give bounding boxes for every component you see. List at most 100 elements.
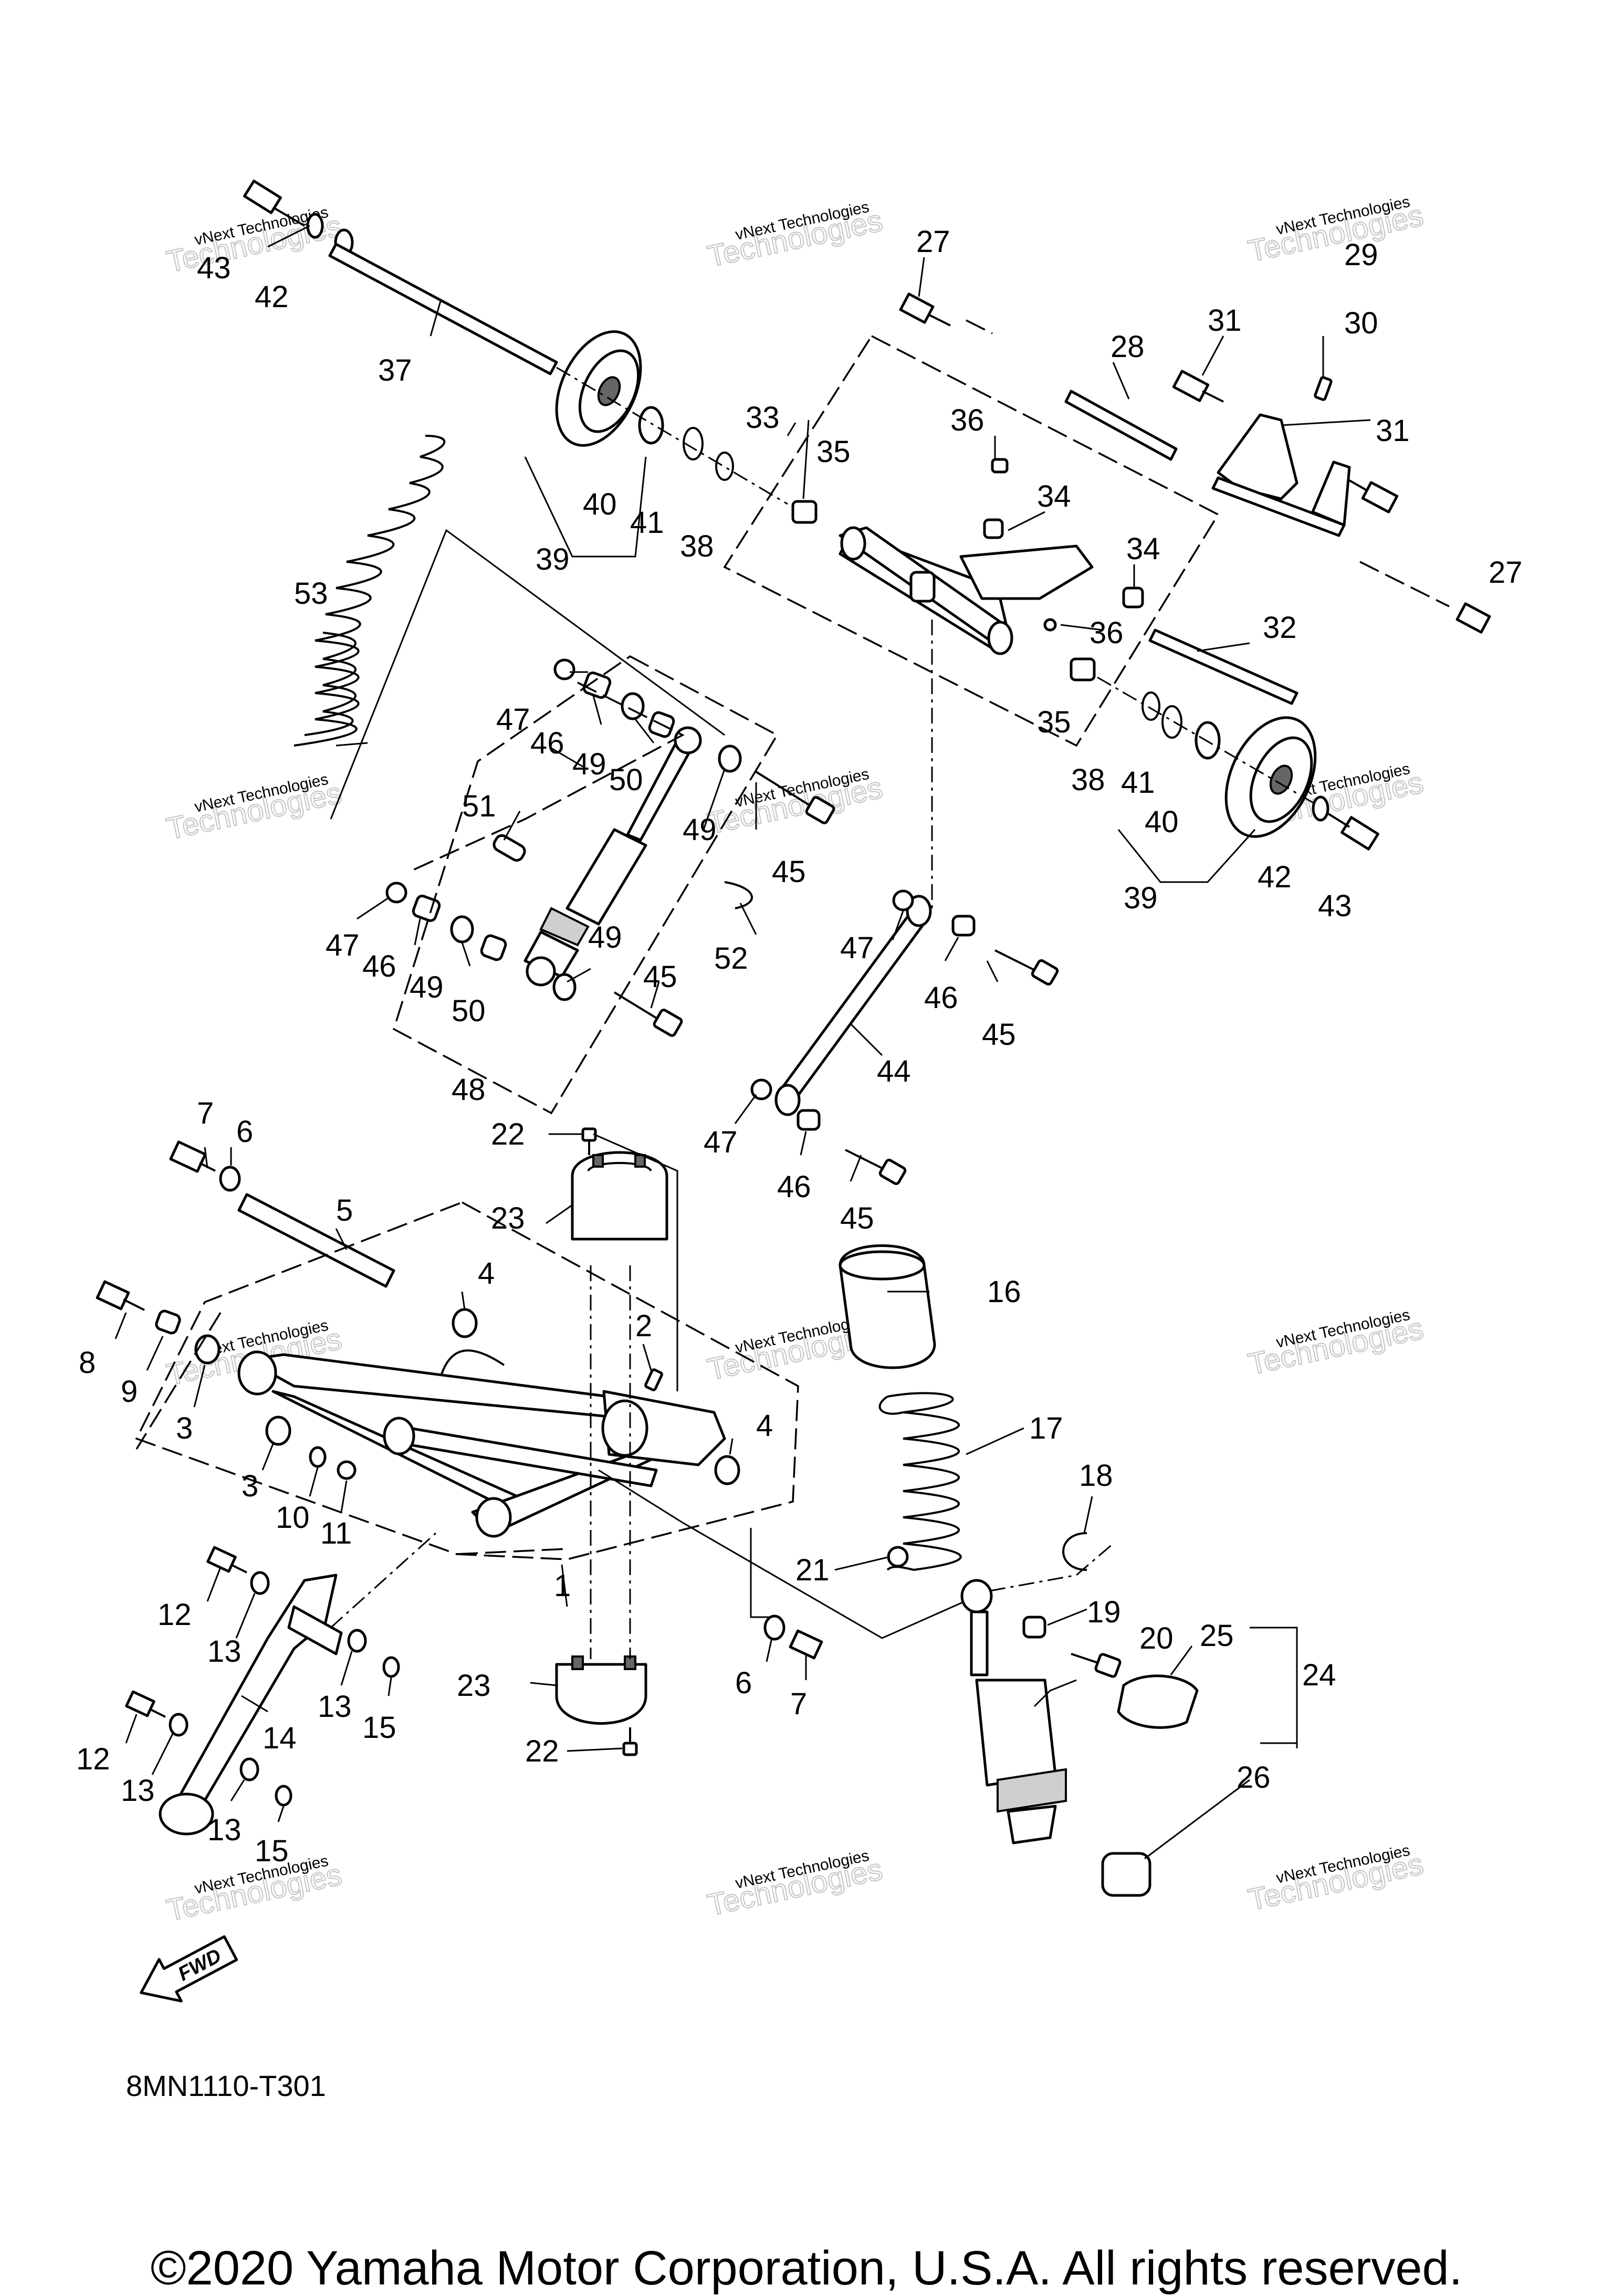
watermark: Technologies vNext Technologies xyxy=(1245,193,1427,269)
callout-33: 33 xyxy=(746,401,780,435)
collar-19 xyxy=(1022,1616,1046,1639)
callout-22-top: 22 xyxy=(491,1117,525,1151)
nut-47-b xyxy=(385,882,407,904)
shaft-5 xyxy=(237,1193,395,1288)
watermark: Technologies vNext Technologies xyxy=(163,204,345,280)
callout-31-top: 31 xyxy=(1208,303,1242,338)
callout-13-a: 13 xyxy=(207,1634,242,1669)
fwd-direction-badge: FWD xyxy=(140,1935,238,2003)
washer-42-top xyxy=(306,213,324,239)
bearing-40-right xyxy=(1195,721,1221,760)
bolt-8 xyxy=(96,1280,145,1311)
link-14 xyxy=(159,1574,343,1836)
bolt-2 xyxy=(644,1368,663,1391)
bump-stop-16 xyxy=(839,1244,936,1369)
bolt-27-right xyxy=(1455,602,1491,634)
callout-49-c: 49 xyxy=(410,970,444,1004)
bolt-31-right xyxy=(1349,479,1399,513)
collar-26 xyxy=(1101,1852,1151,1897)
bearing-40-top xyxy=(638,406,664,445)
bracket-arm-33 xyxy=(839,526,1094,655)
watermark: Technologies vNext Technologies xyxy=(704,1847,886,1923)
callout-39-top: 39 xyxy=(536,542,570,576)
callout-49-d: 49 xyxy=(588,920,622,955)
watermark: Technologies vNext Technologies xyxy=(704,766,886,842)
callout-51: 51 xyxy=(462,789,496,823)
callout-34-right: 34 xyxy=(1126,532,1160,566)
callout-20: 20 xyxy=(1139,1621,1174,1655)
shaft-28 xyxy=(1064,390,1178,461)
callout-22-bottom: 22 xyxy=(525,1734,559,1768)
watermark: Technologies vNext Technologies xyxy=(163,771,345,847)
callouts: 43 42 37 27 29 30 31 28 31 33 36 35 34 3… xyxy=(76,225,1523,1868)
spring-53 xyxy=(294,435,446,747)
nut-15-bottom xyxy=(275,1785,292,1807)
circlip-41-right xyxy=(1161,705,1182,739)
bolt-43-top xyxy=(243,180,306,227)
collar-9 xyxy=(155,1309,181,1335)
shock-48-assembly xyxy=(385,655,835,1115)
callout-leaders xyxy=(114,225,1371,1860)
callout-49-b: 49 xyxy=(683,813,717,847)
circlip-38-right xyxy=(1141,691,1160,721)
watermark: Technologies vNext Technologies xyxy=(163,1852,345,1928)
bolt-36-mid xyxy=(1043,618,1057,632)
callout-47-d: 47 xyxy=(704,1125,738,1159)
tube-51 xyxy=(493,834,526,862)
callout-16: 16 xyxy=(987,1275,1021,1309)
callout-37: 37 xyxy=(378,353,412,387)
callout-35-right: 35 xyxy=(1037,705,1071,739)
washer-10 xyxy=(309,1446,327,1468)
callout-47-c: 47 xyxy=(840,931,874,965)
callout-32: 32 xyxy=(1263,611,1297,645)
bolt-45-link-top xyxy=(994,949,1059,986)
bushing-4-top xyxy=(452,1308,478,1338)
bolt-22-bottom xyxy=(622,1727,638,1756)
callout-2: 2 xyxy=(635,1309,652,1343)
callout-9: 9 xyxy=(121,1375,138,1409)
washer-6-top xyxy=(219,1166,241,1192)
callout-45-b: 45 xyxy=(643,960,677,994)
callout-13-d: 13 xyxy=(207,1813,242,1847)
bolt-45-link-bottom xyxy=(845,1149,907,1186)
link-rod-44 xyxy=(774,895,932,1116)
callout-15-bottom: 15 xyxy=(255,1834,289,1868)
bolt-7-top xyxy=(169,1140,216,1173)
callout-47-a: 47 xyxy=(496,703,530,737)
top-axle-assembly xyxy=(243,180,1491,883)
callout-46-c: 46 xyxy=(924,981,958,1015)
callout-1: 1 xyxy=(554,1569,571,1603)
callout-18: 18 xyxy=(1079,1459,1113,1493)
callout-41-right: 41 xyxy=(1121,766,1155,800)
nut-47-a xyxy=(553,658,575,680)
callout-28: 28 xyxy=(1111,330,1145,364)
callout-12-bottom: 12 xyxy=(76,1742,110,1776)
callout-46-a: 46 xyxy=(530,726,564,760)
bolt-31-left xyxy=(1172,370,1224,403)
callout-3-top: 3 xyxy=(176,1411,193,1445)
bushing-25 xyxy=(1117,1674,1199,1729)
bolt-45-shock-top xyxy=(755,771,835,824)
callout-44: 44 xyxy=(877,1054,911,1088)
callout-50-b: 50 xyxy=(452,994,486,1028)
spring-17 xyxy=(878,1392,962,1571)
bushing-3-bottom xyxy=(265,1416,291,1446)
callout-4-top: 4 xyxy=(478,1256,495,1291)
bushing-3-top xyxy=(194,1334,221,1365)
bolt-45-shock-bottom xyxy=(613,991,683,1037)
collar-50-b xyxy=(480,934,507,961)
bolt-12-top xyxy=(206,1546,247,1574)
washer-13-c xyxy=(169,1713,188,1737)
callout-43-right: 43 xyxy=(1318,889,1352,923)
callout-47-b: 47 xyxy=(326,928,360,962)
callout-7-bottom: 7 xyxy=(790,1687,807,1721)
bushing-35-top xyxy=(791,500,818,524)
group-box-48 xyxy=(392,655,779,1115)
callout-23-bottom: 23 xyxy=(457,1669,491,1703)
callout-41-top: 41 xyxy=(630,506,664,540)
callout-35-top: 35 xyxy=(816,435,851,469)
group-box-1 xyxy=(135,1201,799,1560)
callout-8: 8 xyxy=(79,1346,96,1380)
bushing-34-top xyxy=(983,518,1004,539)
